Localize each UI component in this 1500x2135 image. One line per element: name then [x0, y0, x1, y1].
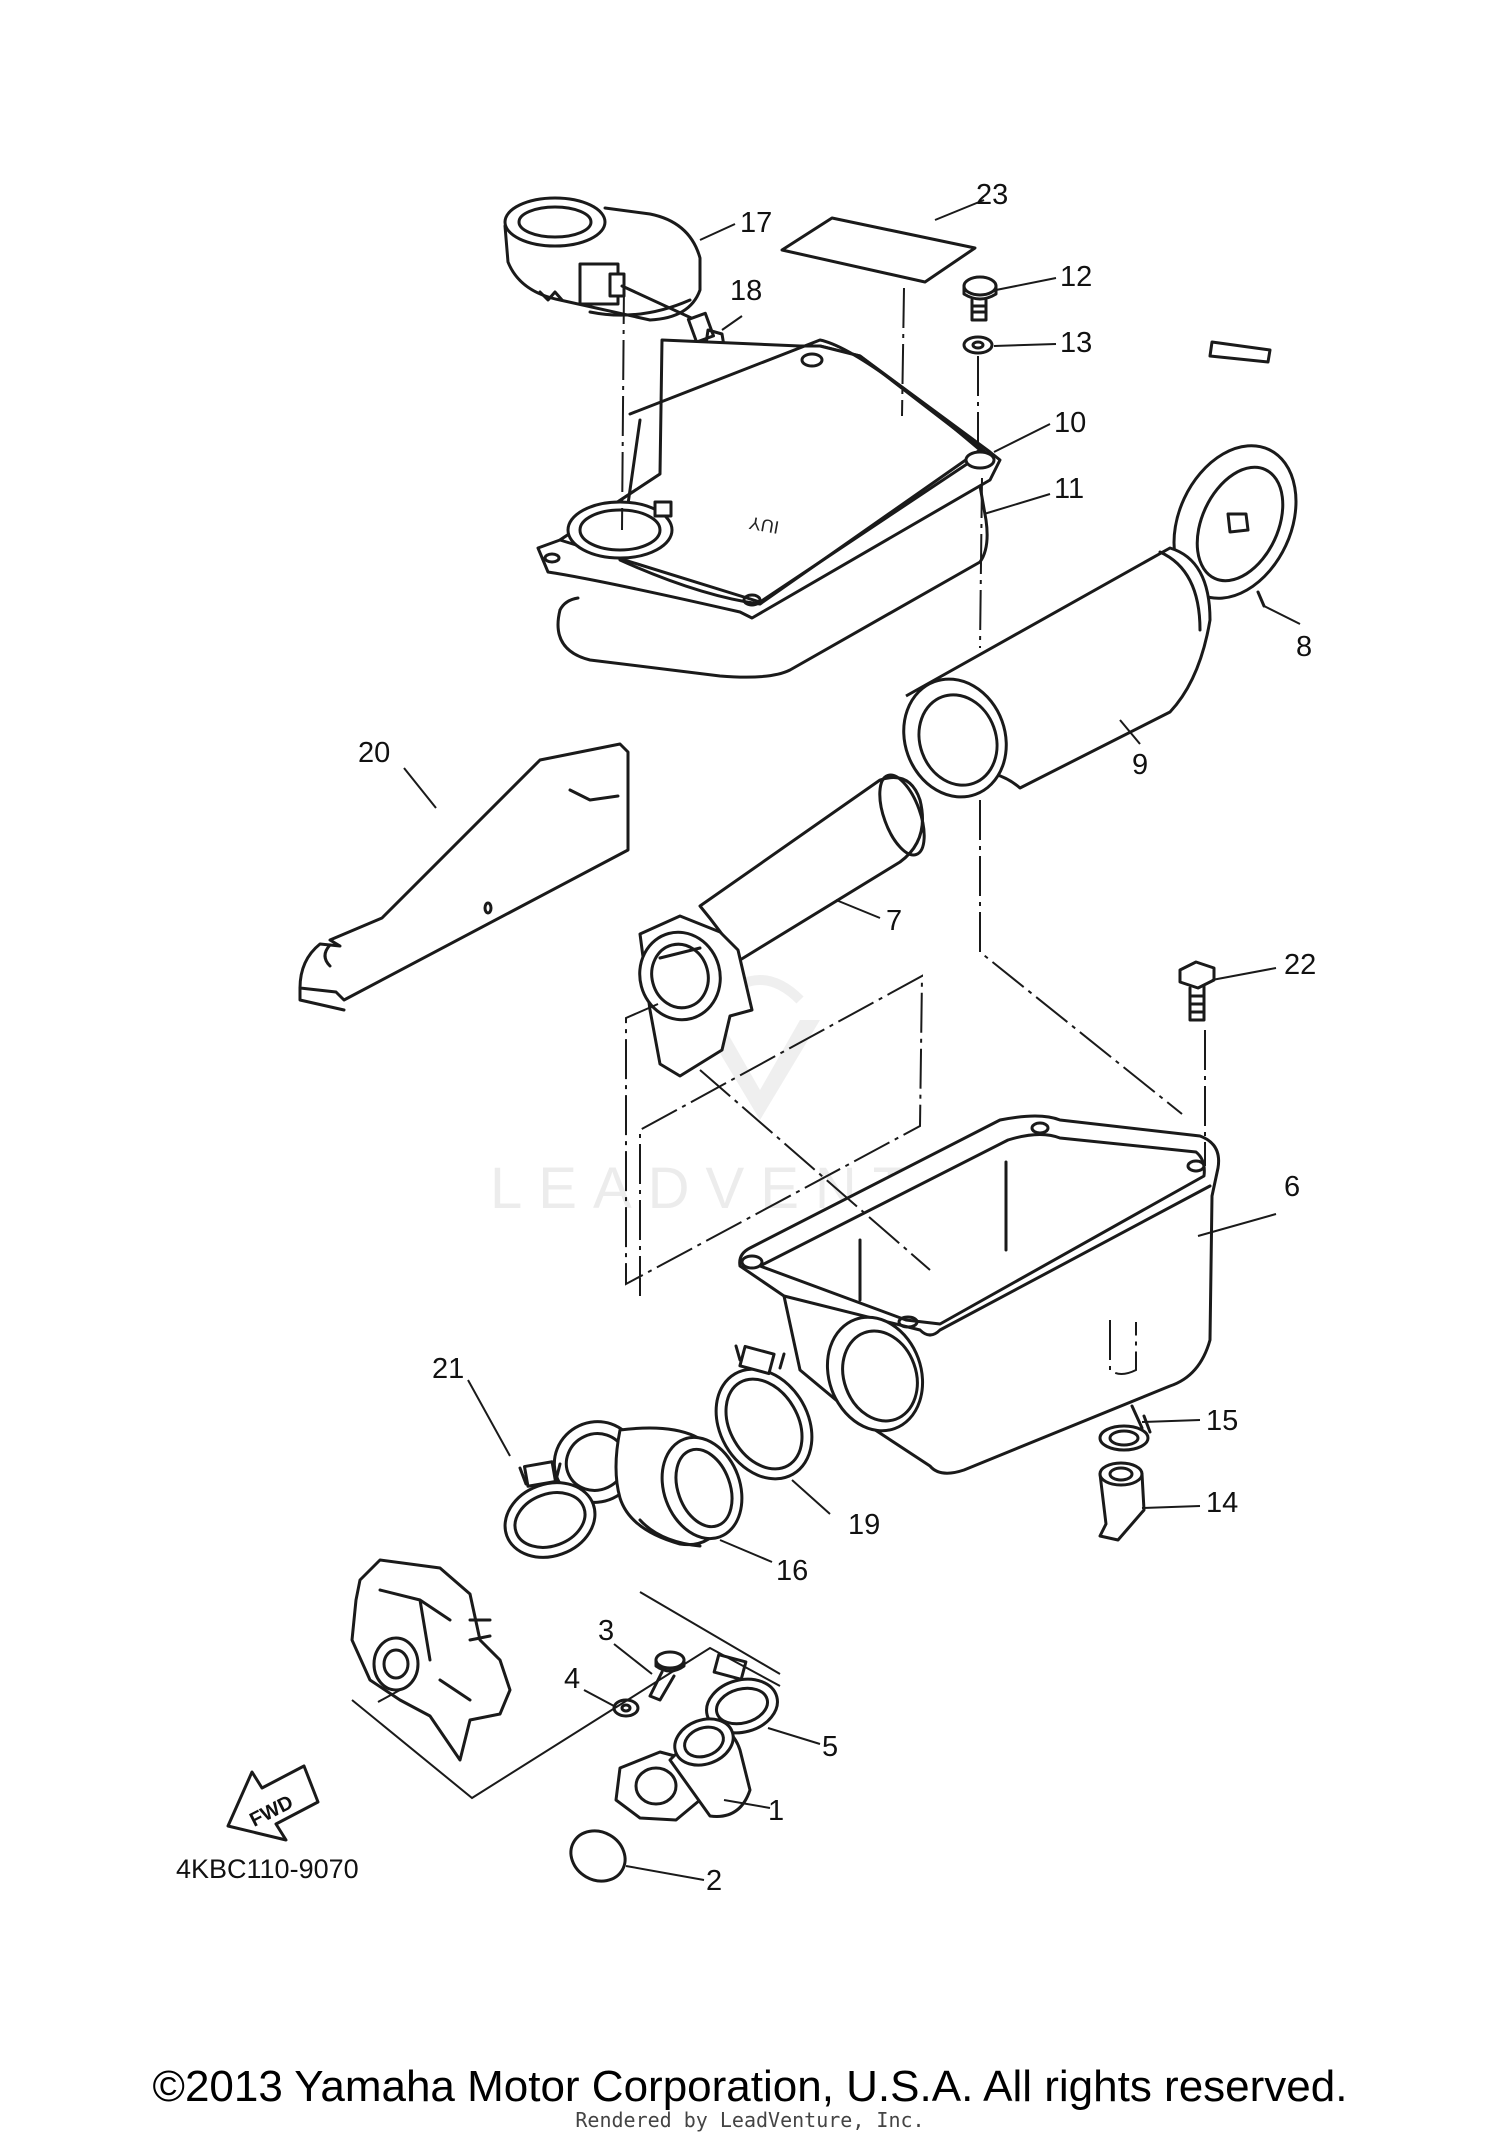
part-20-side-plate[interactable] — [298, 742, 630, 1012]
part-13-washer[interactable] — [962, 335, 994, 355]
part-1-joint[interactable] — [614, 1711, 752, 1822]
callout-10: 10 — [1054, 407, 1086, 439]
callout-5: 5 — [822, 1731, 838, 1763]
part-9-filter-element[interactable] — [887, 546, 1212, 811]
callout-1: 1 — [768, 1795, 784, 1827]
part-6-air-filter-case[interactable] — [738, 1114, 1221, 1475]
part-7-air-cleaner-joint[interactable] — [630, 769, 933, 1078]
callout-3: 3 — [598, 1615, 614, 1647]
part-17-intake-duct[interactable] — [503, 196, 702, 322]
part-21-clamp[interactable] — [494, 1460, 605, 1570]
callout-19: 19 — [848, 1509, 880, 1541]
callout-14: 14 — [1206, 1487, 1238, 1519]
callouts: 1 2 3 4 5 6 7 8 9 10 11 12 13 14 15 16 1… — [358, 179, 1316, 1897]
callout-2: 2 — [706, 1865, 722, 1897]
part-4-washer[interactable] — [612, 1698, 640, 1718]
callout-8: 8 — [1296, 631, 1312, 663]
callout-15: 15 — [1206, 1405, 1238, 1437]
callout-23: 23 — [976, 179, 1008, 211]
leader-lines — [403, 199, 1301, 1881]
callout-7: 7 — [886, 905, 902, 937]
part-11-gasket[interactable] — [556, 484, 989, 679]
callout-22: 22 — [1284, 949, 1316, 981]
assembly-lines — [351, 283, 1206, 1800]
callout-13: 13 — [1060, 327, 1092, 359]
copyright-notice: ©2013 Yamaha Motor Corporation, U.S.A. A… — [152, 2062, 1348, 2111]
part-10-grommet[interactable] — [964, 450, 996, 470]
air-box-lid[interactable]: IUY — [536, 338, 1002, 620]
part-5-clamp[interactable] — [700, 1653, 783, 1741]
fwd-arrow-icon: FWD — [226, 1764, 320, 1842]
part-19-clamp[interactable] — [697, 1344, 831, 1496]
callout-4: 4 — [564, 1663, 580, 1695]
drawing-code: 4KBC110-9070 — [176, 1854, 359, 1884]
part-16-intake-joint[interactable] — [541, 1408, 755, 1550]
callout-11: 11 — [1054, 473, 1084, 505]
callout-16: 16 — [776, 1555, 808, 1587]
rendered-by-notice: Rendered by LeadVenture, Inc. — [575, 2108, 925, 2132]
part-15-clip[interactable] — [1098, 1404, 1152, 1452]
callout-20: 20 — [358, 737, 390, 769]
part-3-bolt[interactable] — [648, 1650, 686, 1702]
callout-21: 21 — [432, 1353, 464, 1385]
callout-18: 18 — [730, 275, 762, 307]
engine-block — [350, 1558, 512, 1762]
part-12-screw[interactable] — [962, 275, 998, 322]
part-14-drain-cap[interactable] — [1098, 1461, 1146, 1542]
callout-17: 17 — [740, 207, 772, 239]
part-2-o-ring[interactable] — [562, 1821, 634, 1891]
part-23-label[interactable] — [780, 216, 977, 284]
part-22-bolt[interactable] — [1178, 960, 1216, 1022]
callout-12: 12 — [1060, 261, 1092, 293]
callout-6: 6 — [1284, 1171, 1300, 1203]
callout-9: 9 — [1132, 749, 1148, 781]
